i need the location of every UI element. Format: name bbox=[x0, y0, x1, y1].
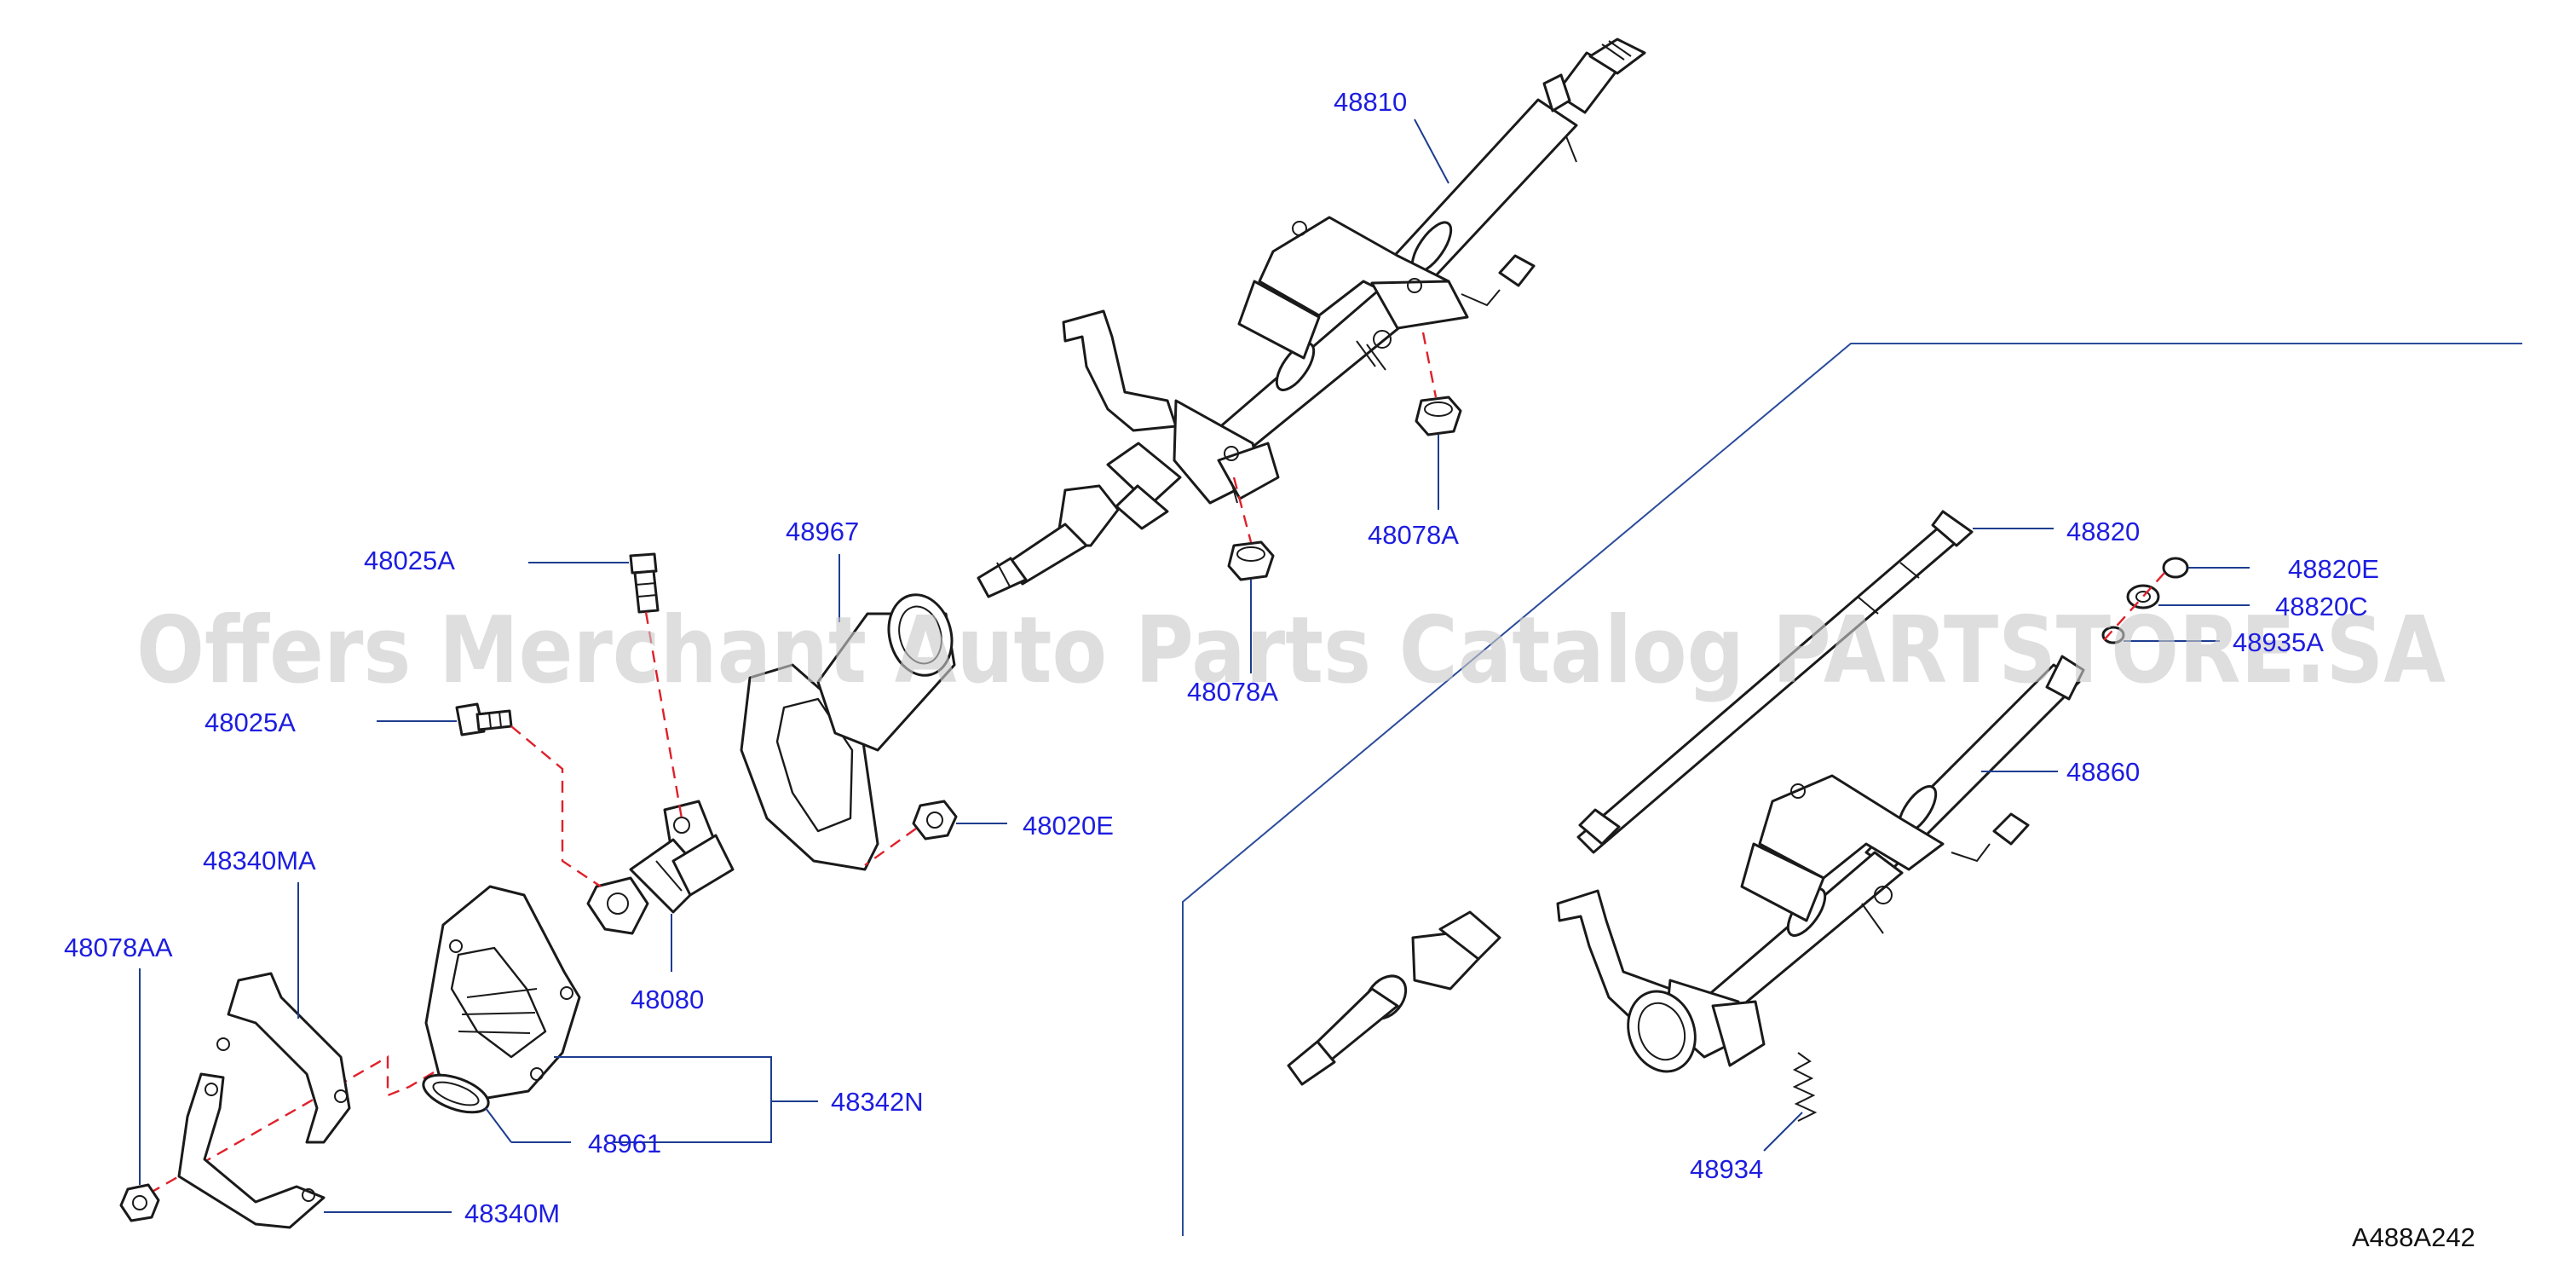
label-48967[interactable]: 48967 bbox=[786, 517, 859, 546]
nut-48078A-top[interactable] bbox=[1415, 396, 1462, 436]
guide-line-bolt-lower bbox=[510, 725, 602, 887]
seal-plate-48340MA[interactable] bbox=[216, 972, 351, 1144]
snap-ring-48820E[interactable] bbox=[2162, 557, 2189, 579]
label-48340MA[interactable]: 48340MA bbox=[203, 846, 316, 875]
steering-column-assembly-48810[interactable] bbox=[977, 38, 1646, 598]
seal-ring-48961[interactable] bbox=[418, 1067, 493, 1119]
column-boot-48342N[interactable] bbox=[424, 885, 581, 1101]
guide-line-nut-48020E bbox=[864, 828, 917, 866]
label-48078AA[interactable]: 48078AA bbox=[64, 933, 173, 962]
lower-joint-48080[interactable] bbox=[586, 800, 735, 935]
label-48934[interactable]: 48934 bbox=[1690, 1154, 1763, 1184]
label-48820E[interactable]: 48820E bbox=[2288, 554, 2379, 584]
label-48078A-mid[interactable]: 48078A bbox=[1187, 677, 1278, 707]
label-48080[interactable]: 48080 bbox=[631, 985, 704, 1014]
label-48820[interactable]: 48820 bbox=[2066, 517, 2140, 546]
seal-plate-48340M[interactable] bbox=[177, 1072, 326, 1229]
section-separator-line bbox=[1182, 343, 2522, 1236]
label-48935A[interactable]: 48935A bbox=[2233, 627, 2324, 657]
label-48860[interactable]: 48860 bbox=[2066, 757, 2140, 787]
bolt-48025A-lower[interactable] bbox=[455, 702, 513, 736]
column-hole-cover-48967[interactable] bbox=[740, 587, 960, 871]
label-48820C[interactable]: 48820C bbox=[2275, 592, 2368, 621]
bolt-48025A-upper[interactable] bbox=[629, 552, 660, 614]
intermediate-shaft-48820[interactable] bbox=[1287, 510, 1974, 1086]
label-48961[interactable]: 48961 bbox=[588, 1129, 661, 1158]
label-48078A-top[interactable]: 48078A bbox=[1368, 520, 1459, 550]
watermark-text: Offers Merchant Auto Parts Catalog PARTS… bbox=[136, 598, 2446, 704]
guide-line-48810-to-nut bbox=[1421, 332, 1438, 398]
label-48025A-upper[interactable]: 48025A bbox=[364, 546, 455, 575]
nut-48078AA[interactable] bbox=[119, 1183, 160, 1222]
diagram-code: A488A242 bbox=[2352, 1222, 2475, 1252]
nut-48078A-mid[interactable] bbox=[1227, 540, 1275, 581]
guide-line-bracket-to-nut bbox=[1232, 477, 1253, 543]
spring-48934[interactable] bbox=[1792, 1052, 1818, 1122]
nut-48020E[interactable] bbox=[912, 800, 958, 840]
leader-lines bbox=[139, 118, 2250, 1213]
washer-48820C[interactable] bbox=[2126, 584, 2160, 609]
ring-48935A[interactable] bbox=[2101, 626, 2125, 644]
guide-line-bolt-upper bbox=[644, 611, 683, 819]
guide-line-ring-stack bbox=[2102, 572, 2165, 642]
label-48342N[interactable]: 48342N bbox=[831, 1087, 924, 1117]
steering-column-assembly-48860[interactable] bbox=[1556, 655, 2085, 1081]
label-48020E[interactable]: 48020E bbox=[1023, 811, 1114, 840]
label-48025A-lower[interactable]: 48025A bbox=[205, 708, 296, 737]
label-48340M[interactable]: 48340M bbox=[464, 1199, 560, 1228]
label-48810[interactable]: 48810 bbox=[1334, 87, 1407, 117]
